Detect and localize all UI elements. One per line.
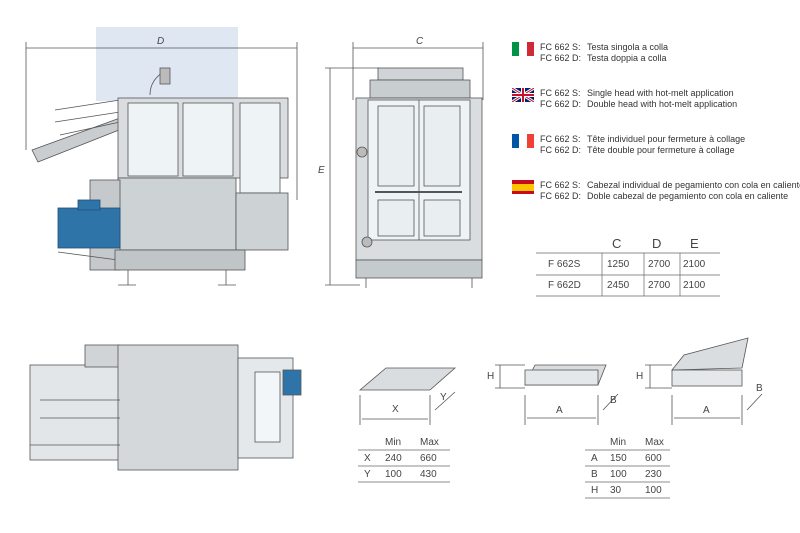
label-e: E — [318, 165, 325, 176]
header-min: Min — [610, 437, 627, 448]
header-max: Max — [420, 437, 439, 448]
cell-value: 1250 — [607, 259, 630, 270]
sheet-diagram — [358, 367, 457, 425]
cell-label: H — [591, 485, 599, 496]
label-a-2: A — [703, 405, 710, 416]
cell-value: 100 — [645, 485, 662, 496]
label-b-1: B — [610, 395, 617, 406]
france-flag — [512, 134, 534, 148]
cell-value: 2100 — [683, 280, 706, 291]
cell-value: 100 — [385, 469, 402, 480]
top-view — [29, 344, 302, 471]
italy-flag — [512, 42, 534, 56]
header-d: D — [652, 236, 662, 251]
spain-flag — [512, 180, 534, 194]
cell-value: 2450 — [607, 280, 630, 291]
header-c: C — [612, 236, 622, 251]
side-view — [25, 42, 298, 286]
label-y: Y — [440, 392, 447, 403]
front-view — [325, 42, 484, 288]
lang-block-es: FC 662 S:Cabezal individual de pegamient… — [540, 180, 800, 201]
cell-label: Y — [364, 469, 371, 480]
cell-value: 2700 — [648, 280, 671, 291]
label-x: X — [392, 404, 399, 415]
glue-unit — [57, 207, 121, 249]
label-h-2: H — [636, 371, 644, 382]
label-d: D — [157, 36, 165, 47]
header-e: E — [690, 236, 699, 251]
label-b-2: B — [756, 383, 763, 394]
cell-value: 100 — [610, 469, 627, 480]
box-diagram-1 — [495, 364, 619, 425]
uk-flag — [512, 88, 534, 102]
lang-block-fr: FC 662 S:Tête individuel pour fermeture … — [540, 134, 746, 155]
label-c: C — [416, 36, 424, 47]
header-max: Max — [645, 437, 664, 448]
cell-value: 660 — [420, 453, 437, 464]
cell-label: A — [591, 453, 598, 464]
cell-value: 430 — [420, 469, 437, 480]
box-diagram-2 — [645, 337, 763, 425]
cell-value: 2700 — [648, 259, 671, 270]
cell-value: 230 — [645, 469, 662, 480]
cell-value: 30 — [610, 485, 622, 496]
cell-value: 2100 — [683, 259, 706, 270]
table-rules — [358, 252, 720, 499]
header-min: Min — [385, 437, 402, 448]
label-a-1: A — [556, 405, 563, 416]
cell-label: B — [591, 469, 598, 480]
background-panel — [96, 27, 238, 101]
cell-model: F 662S — [548, 259, 581, 270]
cell-value: 600 — [645, 453, 662, 464]
label-h-1: H — [487, 371, 495, 382]
cell-value: 150 — [610, 453, 627, 464]
cell-model: F 662D — [548, 280, 581, 291]
lang-block-en: FC 662 S:Single head with hot-melt appli… — [540, 88, 738, 109]
cell-label: X — [364, 453, 371, 464]
lang-block-it: FC 662 S:Testa singola a colla FC 662 D:… — [540, 42, 669, 63]
cell-value: 240 — [385, 453, 402, 464]
